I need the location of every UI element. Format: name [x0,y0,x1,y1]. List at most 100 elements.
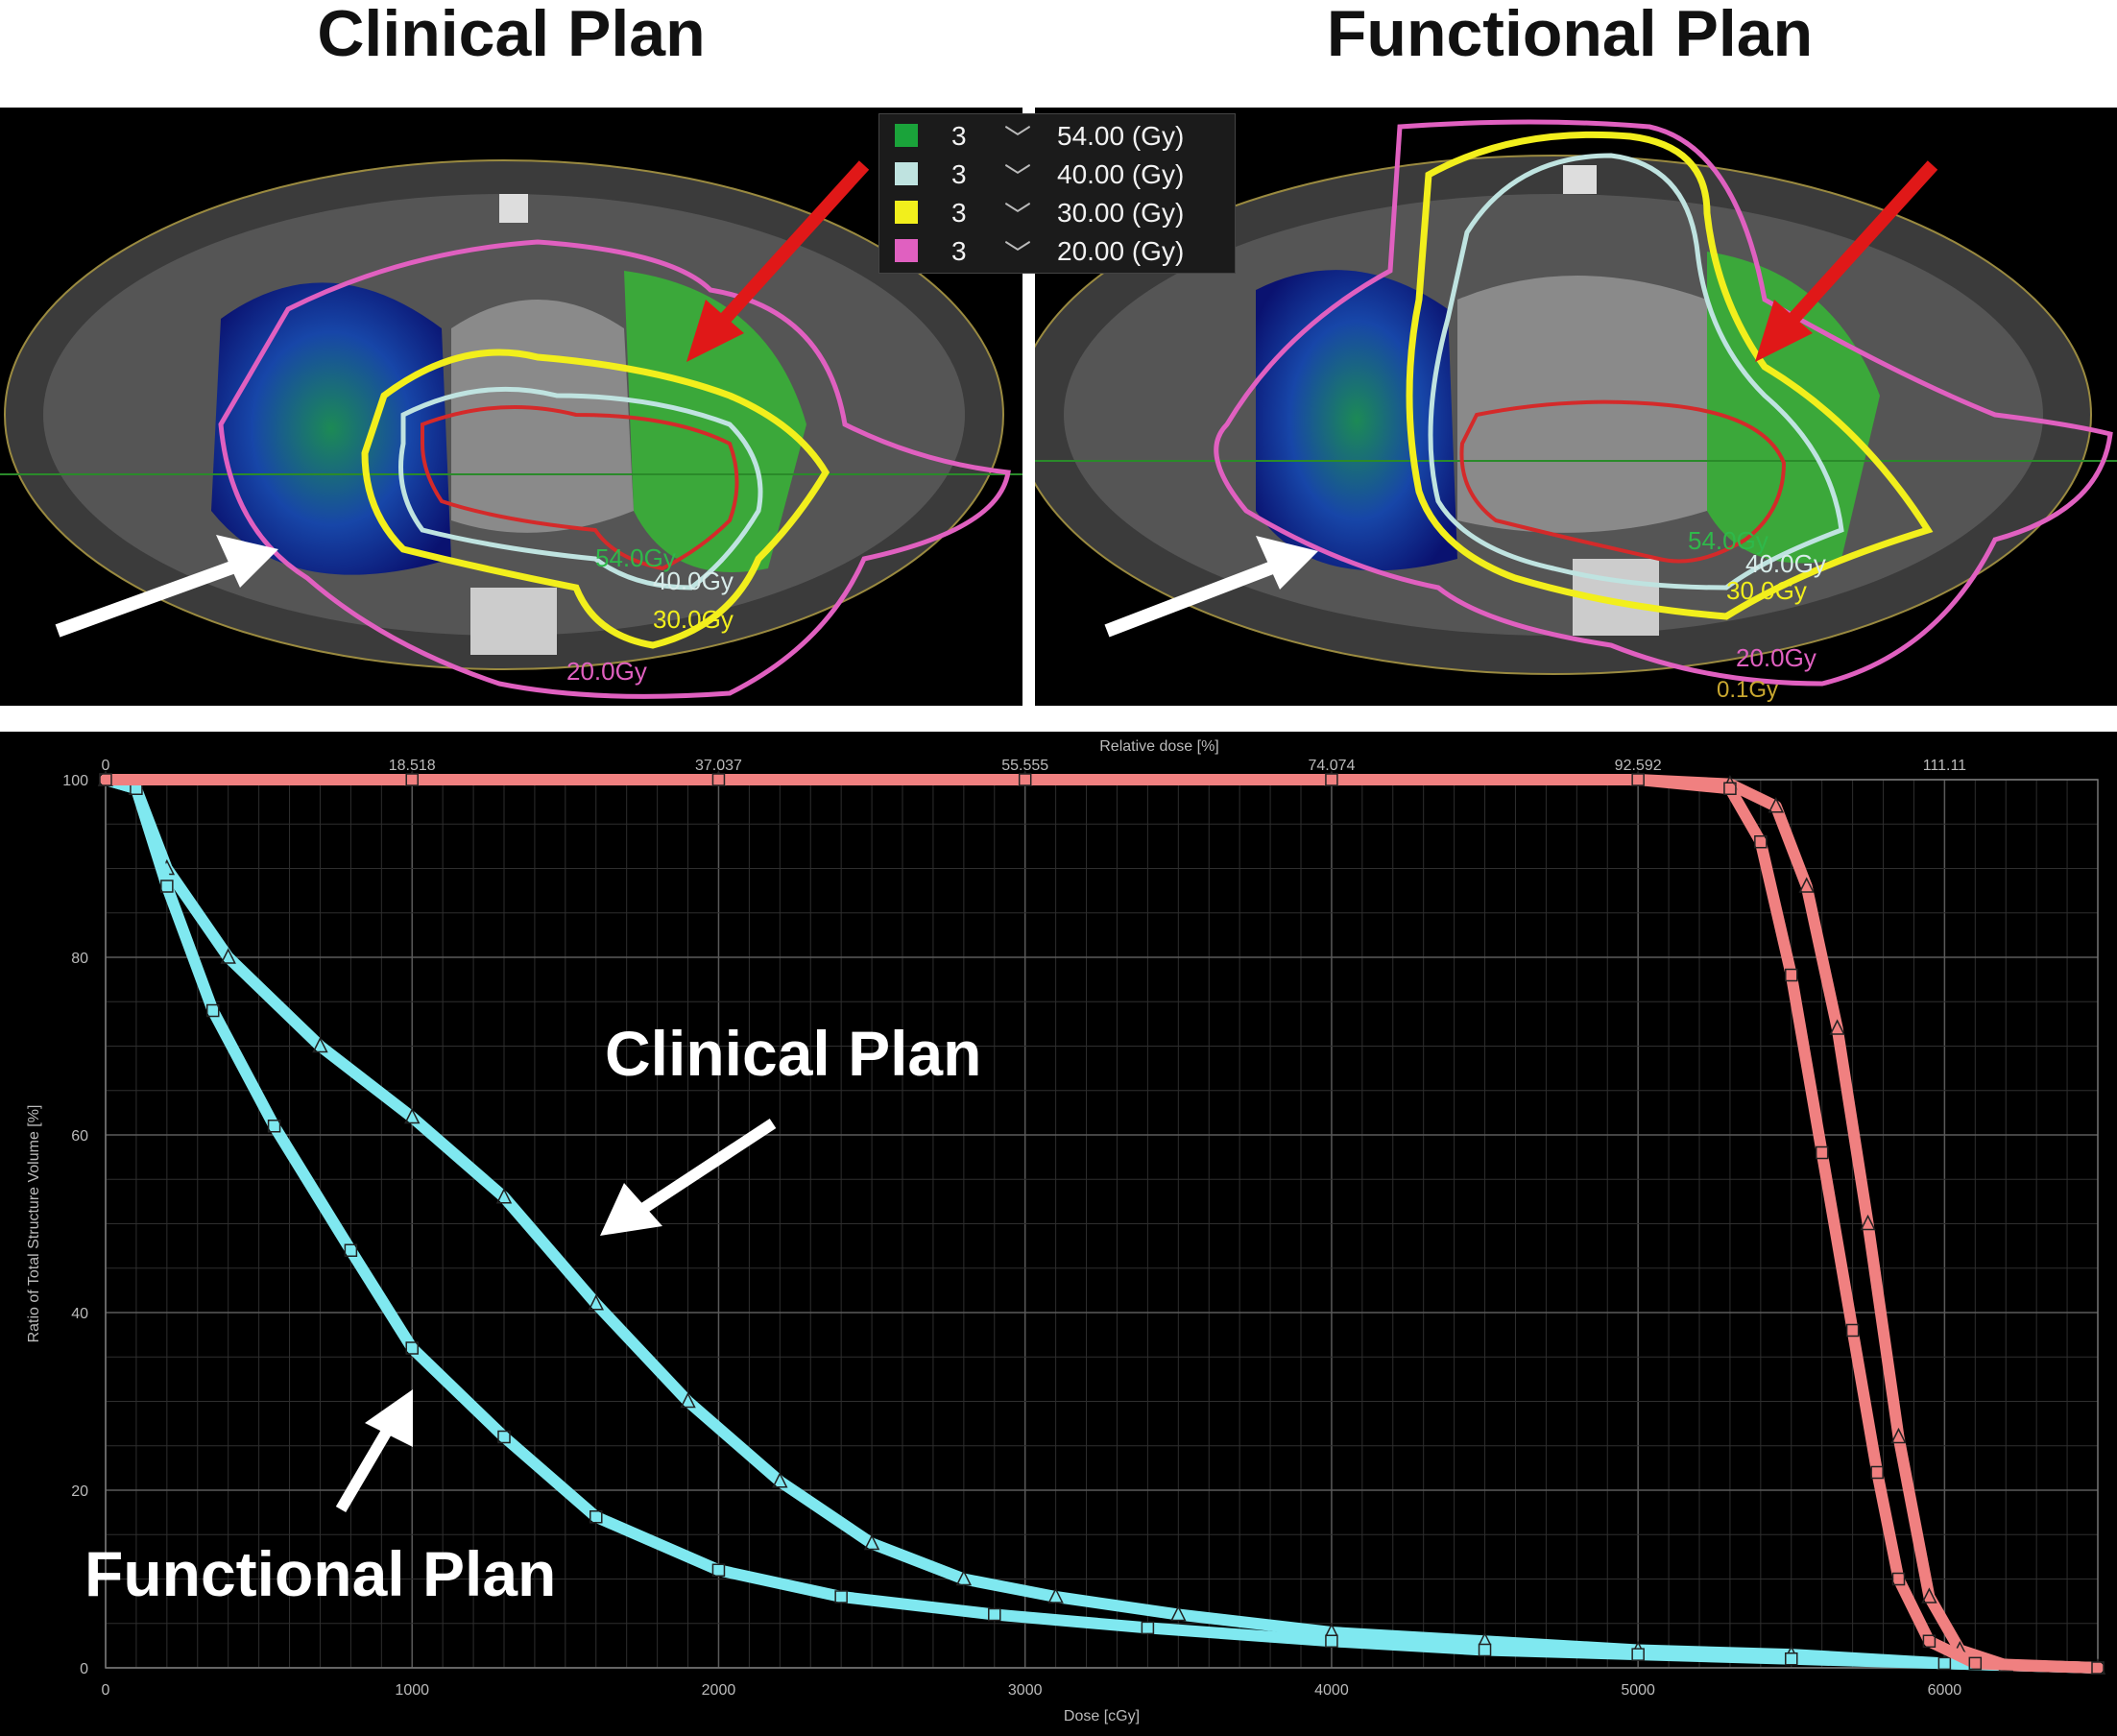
square-marker [267,1120,281,1133]
label-20gy: 20.0Gy [566,657,647,686]
triangle-marker [220,948,236,964]
legend-dose: 40.00 (Gy) [1057,159,1185,189]
square-marker [405,773,419,786]
square-marker [160,880,174,893]
legend-swatch [895,201,918,224]
x2-tick-label: 0 [102,758,110,774]
chevron-down-icon[interactable]: ﹀ [1004,239,1032,269]
y-tick-label: 0 [80,1661,88,1677]
x2-tick-label: 74.074 [1308,758,1355,774]
square-marker [1922,1634,1937,1648]
legend-dose: 30.00 (Gy) [1057,198,1185,228]
functional-ct-drawing: 54.0Gy 40.0Gy 30.0Gy 20.0Gy 0.1Gy [1035,119,2117,703]
square-marker [99,773,112,786]
y-tick-label: 40 [71,1306,88,1322]
square-marker [1325,1634,1338,1648]
legend-dose: 54.00 (Gy) [1057,121,1185,151]
square-marker [1891,1572,1906,1586]
legend-swatch [895,124,918,147]
x-tick-label: 0 [102,1682,110,1699]
clinical-plan-arrow-head [600,1183,662,1236]
clinical-plan-ct-image: 54.0Gy 40.0Gy 30.0Gy 20.0Gy [0,108,1022,706]
x2-tick-label: 111.11 [1923,758,1966,774]
square-marker [1845,1323,1860,1338]
triangle-marker [404,1107,421,1124]
square-marker [1968,1656,1983,1671]
square-marker [1325,773,1338,786]
chevron-down-icon[interactable]: ﹀ [1004,162,1032,192]
triangle-marker [1170,1604,1187,1622]
chevron-down-icon[interactable]: ﹀ [1004,201,1032,230]
label-30gy-right: 30.0Gy [1726,576,1807,605]
legend-count: 3 [951,121,967,151]
square-marker [834,1590,848,1603]
legend-row-54gy: 3 ﹀ 54.00 (Gy) [879,116,1235,155]
x2-tick-label: 18.518 [389,758,436,774]
label-54gy-right: 54.0Gy [1688,526,1768,555]
triangle-marker [1860,1214,1876,1231]
label-40gy-right: 40.0Gy [1745,549,1826,578]
triangle-marker [1047,1587,1064,1603]
triangle-marker [1829,1019,1845,1035]
legend-swatch [895,162,918,185]
legend-row-40gy: 3 ﹀ 40.00 (Gy) [879,155,1235,193]
legend-count: 3 [951,236,967,266]
legend-count: 3 [951,198,967,228]
clinical-plan-arrow-shaft [635,1118,777,1218]
clinical-ct-drawing: 54.0Gy 40.0Gy 30.0Gy 20.0Gy [0,159,1022,699]
label-20gy-right: 20.0Gy [1736,643,1816,672]
legend-dose: 20.00 (Gy) [1057,236,1185,266]
label-54gy: 54.0Gy [595,543,676,572]
y-tick-label: 100 [62,773,88,789]
functional-plan-arrow-shaft [335,1424,395,1513]
square-marker [344,1243,358,1257]
label-30gy: 30.0Gy [653,605,734,634]
triangle-marker [1921,1587,1937,1603]
x-tick-label: 3000 [1008,1682,1043,1699]
square-marker [988,1607,1001,1622]
y-tick-label: 60 [71,1128,88,1145]
square-marker [497,1430,511,1444]
x2-tick-label: 37.037 [695,758,742,774]
legend-row-20gy: 3 ﹀ 20.00 (Gy) [879,231,1235,270]
label-0-1gy-right: 0.1Gy [1717,677,1778,703]
x2-axis-label: Relative dose [%] [1099,738,1219,755]
x-axis-label: Dose [cGy] [1064,1708,1140,1724]
x2-tick-label: 92.592 [1615,758,1662,774]
legend-row-30gy: 3 ﹀ 30.00 (Gy) [879,193,1235,231]
square-marker [405,1341,419,1355]
triangle-marker [772,1472,788,1488]
legend-count: 3 [951,159,967,189]
x-tick-label: 1000 [395,1682,429,1699]
clinical-plan-annotation: Clinical Plan [605,1018,981,1089]
square-marker [1631,773,1645,786]
square-marker [589,1510,603,1524]
square-marker [711,773,726,786]
isodose-legend: 3 ﹀ 54.00 (Gy) 3 ﹀ 40.00 (Gy) 3 ﹀ 30.00 … [878,113,1236,274]
legend-swatch [895,239,918,262]
square-marker [2091,1661,2105,1675]
y-tick-label: 80 [71,951,88,967]
x-tick-label: 5000 [1621,1682,1655,1699]
x2-tick-label: 55.555 [1001,758,1048,774]
square-marker [1723,782,1737,795]
y-axis-label: Ratio of Total Structure Volume [%] [26,1105,42,1343]
square-marker [1785,1652,1798,1666]
triangle-marker [312,1036,328,1053]
triangle-marker [1768,797,1785,813]
dvh-curve-3 [100,774,2104,1674]
triangle-marker [680,1391,696,1409]
chevron-down-icon[interactable]: ﹀ [1004,124,1032,154]
triangle-marker [955,1569,973,1586]
dvh-curve-1 [100,774,2104,1674]
functional-plan-annotation: Functional Plan [84,1538,556,1609]
functional-plan-title: Functional Plan [1326,0,1814,70]
functional-plan-arrow-head [365,1389,413,1447]
square-marker [1937,1656,1952,1671]
clinical-plan-title: Clinical Plan [317,0,706,70]
square-marker [1754,835,1768,849]
x-tick-label: 6000 [1928,1682,1962,1699]
square-marker [711,1563,726,1577]
